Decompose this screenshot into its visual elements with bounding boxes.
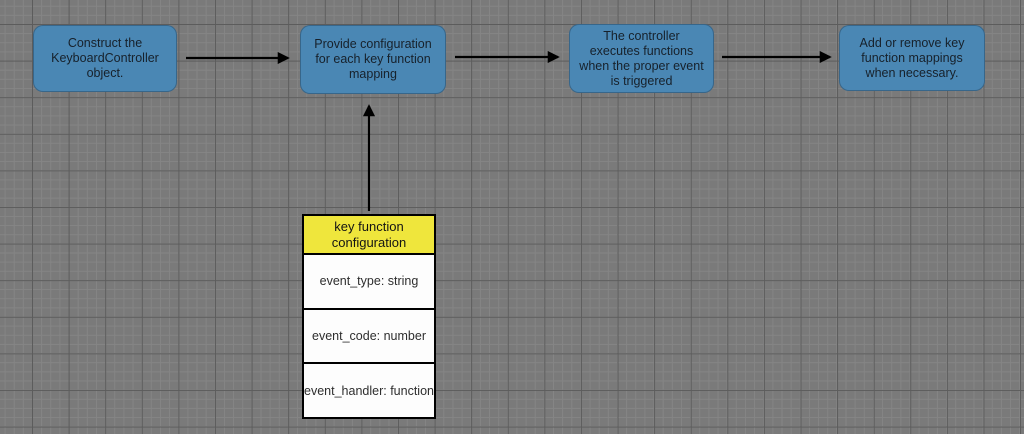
flow-step-label: The controller executes functions when t… (579, 28, 704, 88)
flow-step-label: Add or remove key function mappings when… (859, 35, 965, 80)
entity-field-label: event_handler: function (304, 383, 434, 398)
entity-field-label: event_code: number (312, 329, 426, 343)
entity-header[interactable]: key function configuration (304, 216, 434, 255)
entity-field-label: event_type: string (319, 274, 419, 289)
flow-step-add-remove-mappings[interactable]: Add or remove key function mappings when… (839, 25, 985, 91)
flow-step-provide-configuration[interactable]: Provide configuration for each key funct… (300, 25, 446, 94)
entity-field-event-type[interactable]: event_type: string (304, 255, 434, 308)
entity-key-function-configuration[interactable]: key function configuration event_type: s… (302, 214, 436, 419)
entity-field-event-handler[interactable]: event_handler: function (304, 362, 434, 418)
entity-field-event-code[interactable]: event_code: number (304, 307, 434, 363)
flow-step-construct-controller[interactable]: Construct the KeyboardController object. (33, 25, 177, 92)
entity-title: key function configuration (331, 218, 407, 250)
flow-step-label: Construct the KeyboardController object. (51, 36, 159, 80)
flow-step-label: Provide configuration for each key funct… (314, 37, 432, 81)
flow-step-controller-executes[interactable]: The controller executes functions when t… (569, 24, 714, 93)
